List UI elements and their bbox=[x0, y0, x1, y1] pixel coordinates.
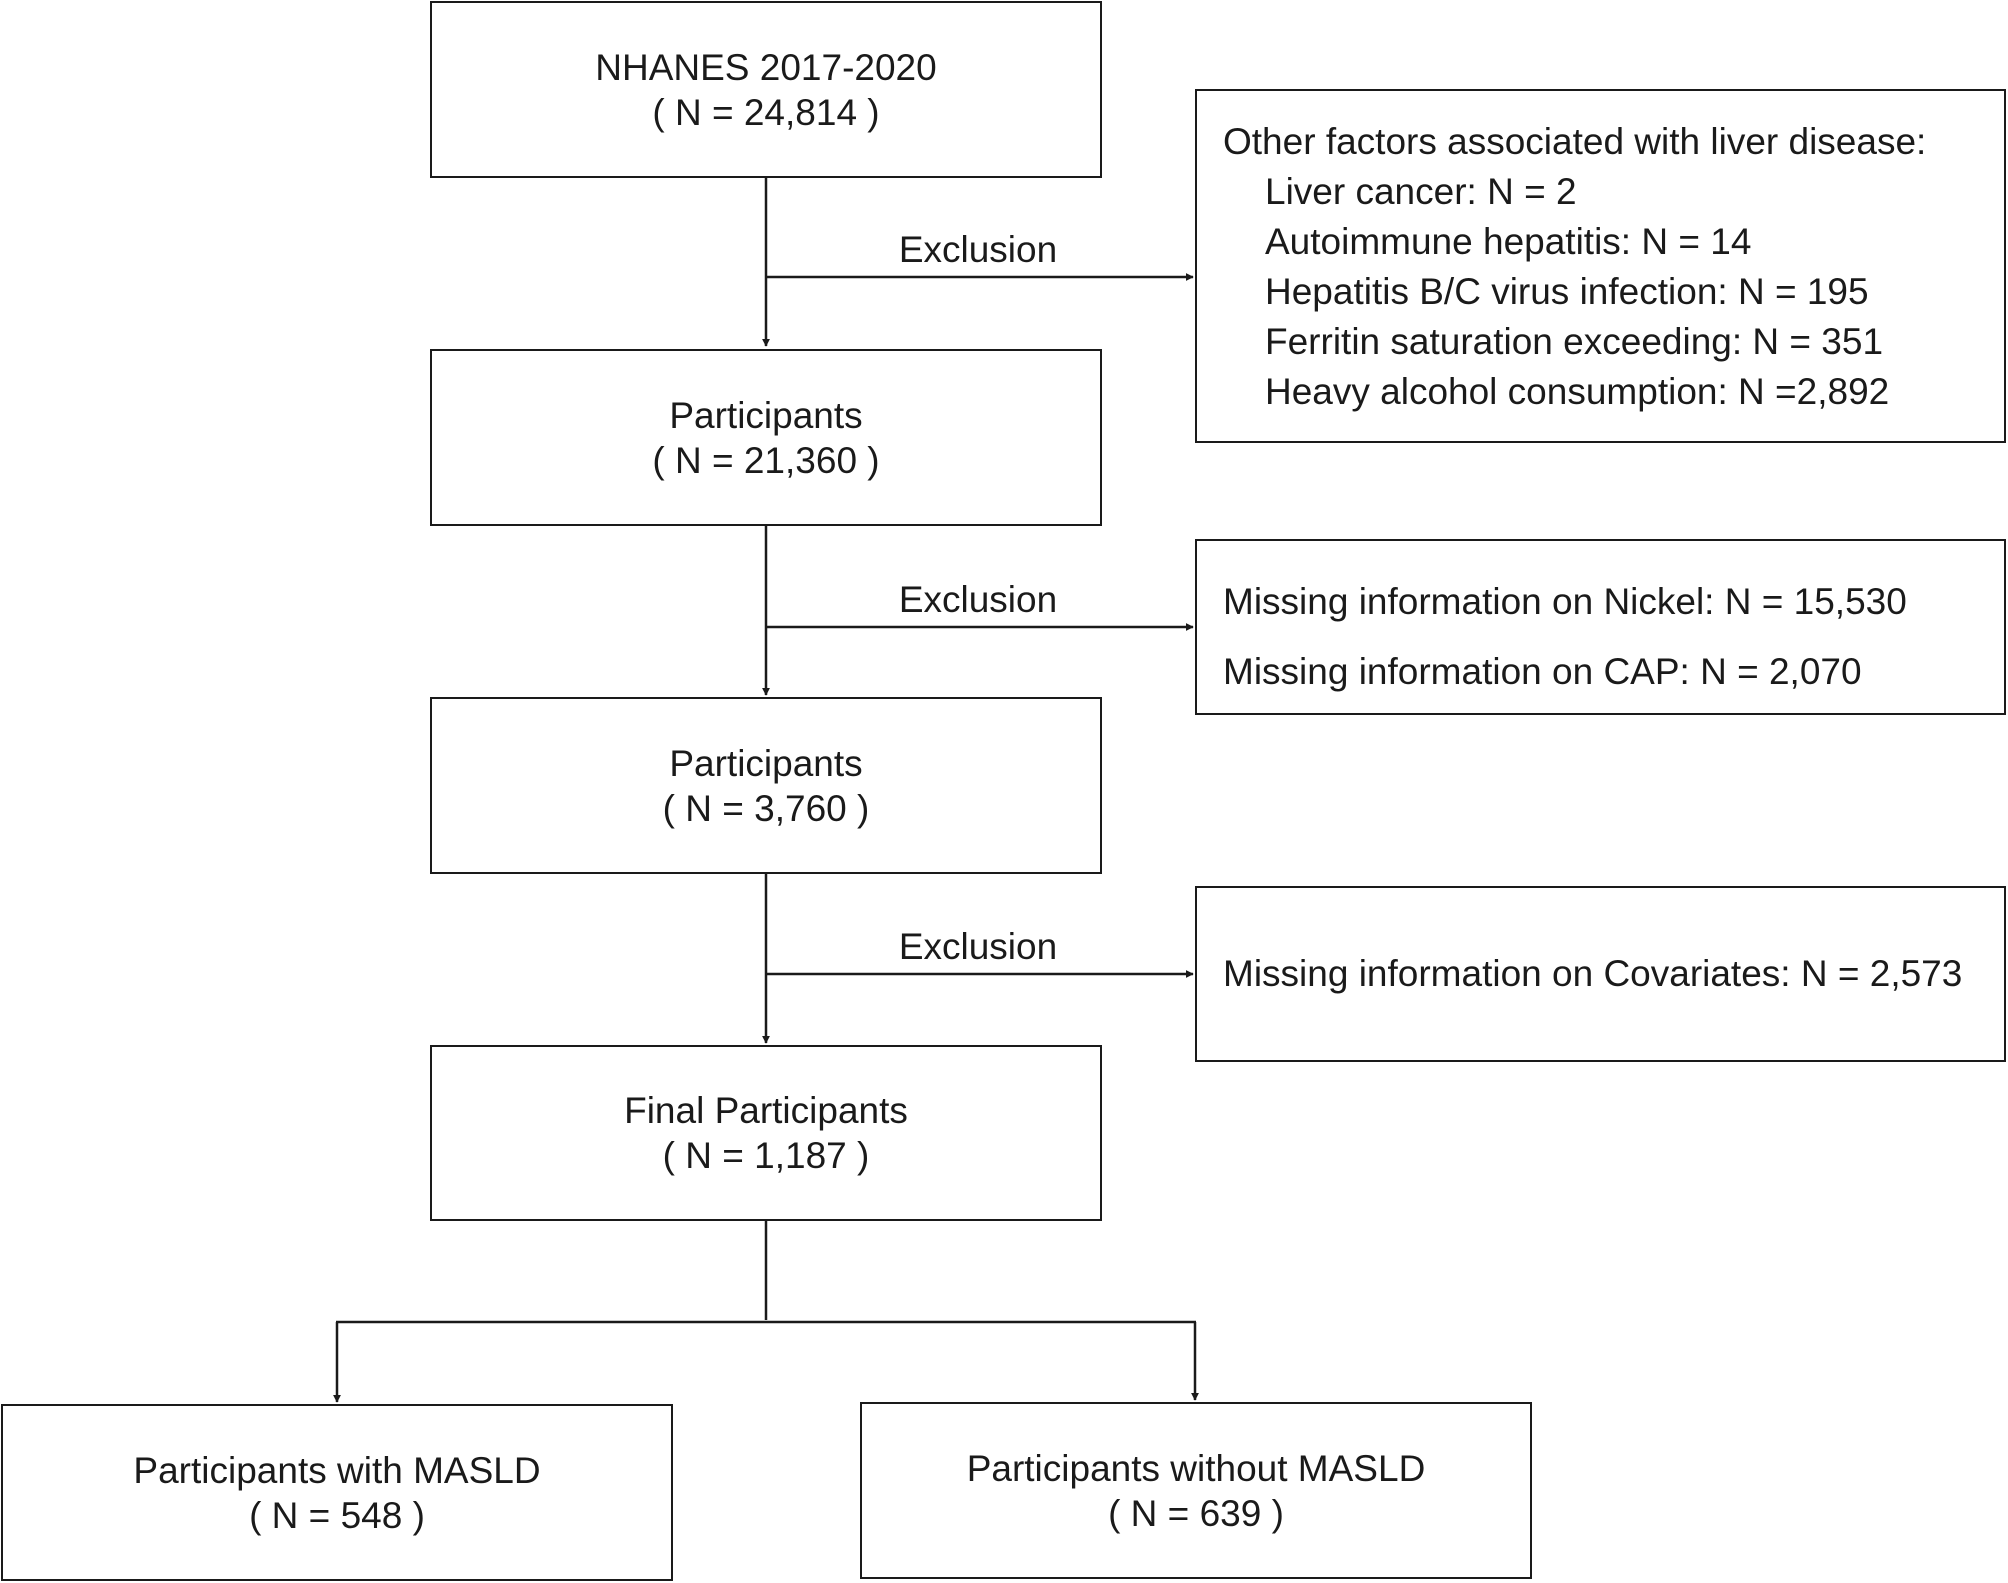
exclusion-label-2: Exclusion bbox=[898, 579, 1058, 620]
box-exclusion-liver-factors: Other factors associated with liver dise… bbox=[1195, 89, 2006, 443]
box-final-title: Final Participants bbox=[624, 1090, 908, 1131]
exclusion-label-1: Exclusion bbox=[898, 229, 1058, 270]
box-nhanes: NHANES 2017-2020 ( N = 24,814 ) bbox=[430, 1, 1102, 178]
box-without-masld-title: Participants without MASLD bbox=[966, 1447, 1426, 1489]
box-with-masld-count: ( N = 548 ) bbox=[249, 1494, 425, 1536]
liver-factors-item: Autoimmune hepatitis: N = 14 bbox=[1265, 221, 1752, 262]
missing-covariates-line: Missing information on Covariates: N = 2… bbox=[1223, 953, 1963, 994]
box-with-masld-title: Participants with MASLD bbox=[133, 1449, 541, 1491]
box-final-count: ( N = 1,187 ) bbox=[662, 1135, 870, 1176]
box-participants-1-title: Participants bbox=[669, 394, 863, 436]
liver-factors-item: Heavy alcohol consumption: N =2,892 bbox=[1265, 371, 1890, 412]
liver-factors-heading: Other factors associated with liver dise… bbox=[1223, 121, 1927, 162]
liver-factors-item: Hepatitis B/C virus infection: N = 195 bbox=[1265, 271, 1869, 312]
liver-factors-item: Liver cancer: N = 2 bbox=[1265, 171, 1577, 212]
box-participants-2: Participants ( N = 3,760 ) bbox=[430, 697, 1102, 874]
box-participants-1-count: ( N = 21,360 ) bbox=[652, 439, 880, 481]
box-without-masld-count: ( N = 639 ) bbox=[1108, 1492, 1284, 1534]
exclusion-label-3: Exclusion bbox=[898, 926, 1058, 967]
box-participants-1: Participants ( N = 21,360 ) bbox=[430, 349, 1102, 526]
box-participants-2-count: ( N = 3,760 ) bbox=[662, 787, 870, 829]
box-with-masld: Participants with MASLD ( N = 548 ) bbox=[1, 1404, 673, 1581]
missing-cap-line: Missing information on CAP: N = 2,070 bbox=[1223, 651, 1862, 692]
box-participants-2-title: Participants bbox=[669, 742, 863, 784]
box-nhanes-count: ( N = 24,814 ) bbox=[652, 91, 880, 133]
missing-nickel-line: Missing information on Nickel: N = 15,53… bbox=[1223, 581, 1907, 622]
box-without-masld: Participants without MASLD ( N = 639 ) bbox=[860, 1402, 1532, 1579]
box-final-participants: Final Participants ( N = 1,187 ) bbox=[430, 1045, 1102, 1221]
box-exclusion-missing-covariates: Missing information on Covariates: N = 2… bbox=[1195, 886, 2006, 1062]
liver-factors-item: Ferritin saturation exceeding: N = 351 bbox=[1265, 321, 1884, 362]
box-nhanes-title: NHANES 2017-2020 bbox=[595, 46, 937, 88]
box-exclusion-missing-nickel-cap: Missing information on Nickel: N = 15,53… bbox=[1195, 539, 2006, 715]
